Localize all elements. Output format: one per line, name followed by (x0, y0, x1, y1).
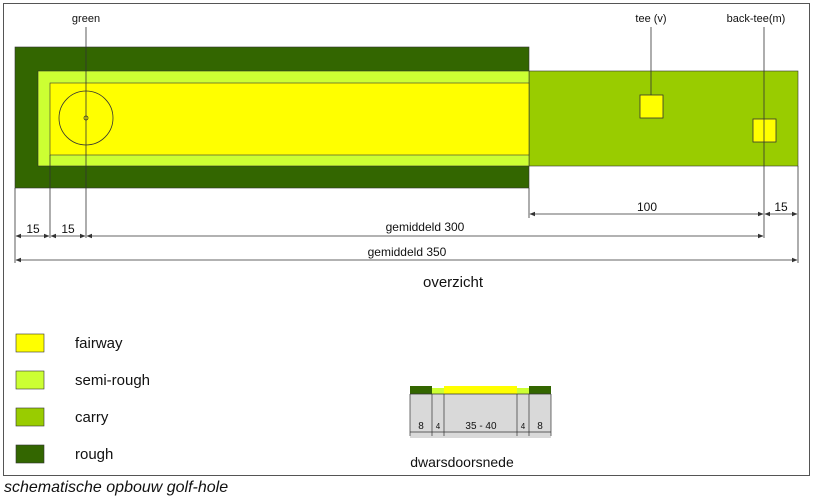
back-tee-box (752, 118, 777, 143)
cross-section-title: dwarsdoorsnede (410, 454, 514, 470)
dim-label-15-left-b: 15 (61, 222, 75, 236)
legend-swatch-rough (15, 444, 45, 464)
tee-v-label: tee (v) (635, 13, 666, 25)
dim-label-100: 100 (637, 200, 657, 214)
cross-section-semi-left (432, 388, 444, 394)
cross-section-seg-2: 4 (436, 422, 441, 431)
overview-label: overzicht (423, 274, 484, 291)
legend-label-semi-rough: semi-rough (75, 372, 151, 389)
dim-label-350: gemiddeld 350 (368, 245, 447, 259)
diagram-frame (3, 3, 810, 476)
tee-v-box (639, 94, 664, 119)
legend-label-rough: rough (75, 446, 114, 463)
legend-swatch-carry (15, 407, 45, 427)
green-label: green (72, 13, 100, 25)
cross-section-ground (410, 394, 551, 438)
legend-swatch-semi-rough (15, 370, 45, 390)
cross-section-rough-right (529, 386, 551, 394)
legend-label-carry: carry (75, 409, 109, 426)
cross-section-seg-1: 8 (418, 421, 424, 432)
cross-section-rough-left (410, 386, 432, 394)
legend-label-fairway: fairway (75, 335, 123, 352)
carry-area (528, 70, 799, 167)
cross-section-seg-5: 8 (537, 421, 543, 432)
dim-label-15-left-a: 15 (26, 222, 40, 236)
dim-label-300: gemiddeld 300 (386, 220, 465, 234)
cross-section-semi-right (517, 388, 529, 394)
back-tee-label: back-tee(m) (727, 13, 786, 25)
figure-caption: schematische opbouw golf-hole (4, 479, 229, 496)
cross-section-seg-4: 4 (521, 422, 526, 431)
cross-section-seg-3: 35 - 40 (465, 421, 497, 432)
cross-section-fairway (444, 386, 517, 394)
fairway-area (49, 82, 530, 156)
legend-swatch-fairway (15, 333, 45, 353)
dim-label-15-right: 15 (774, 200, 788, 214)
